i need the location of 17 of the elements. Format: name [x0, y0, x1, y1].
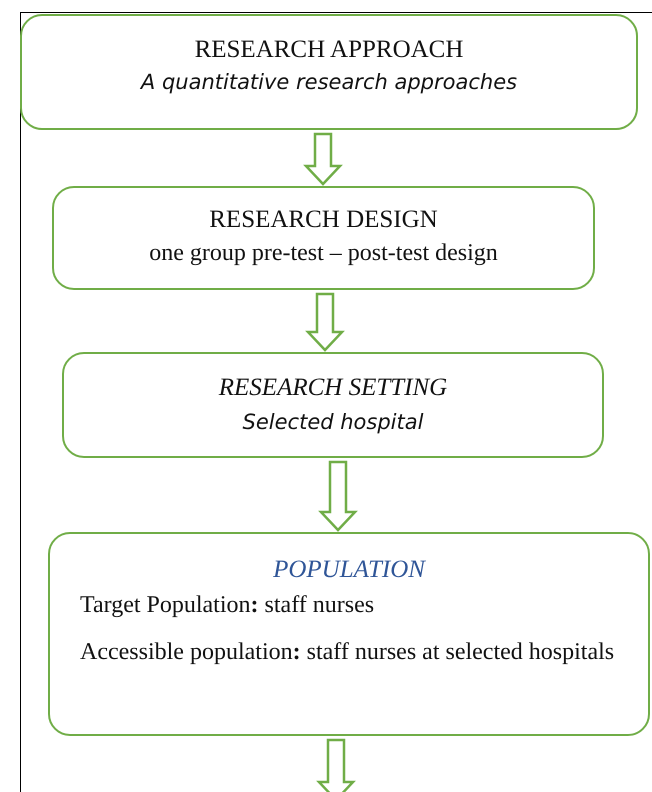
box-heading: RESEARCH SETTING [218, 374, 448, 402]
box-text: Selected hospital [242, 410, 424, 434]
box-heading: POPULATION [272, 556, 427, 584]
process-box [62, 352, 604, 458]
box-text: one group pre-test – post-test design [148, 240, 499, 267]
process-box [52, 186, 595, 290]
box-text: Accessible population: staff nurses at selected hospitals [79, 638, 616, 667]
box-text: A quantitative research approaches [138, 70, 518, 94]
block-arrow [305, 292, 345, 352]
box-text: Target Population: staff nurses [79, 591, 376, 620]
block-arrow [318, 460, 358, 532]
box-heading: RESEARCH APPROACH [194, 36, 464, 64]
box-heading: RESEARCH DESIGN [208, 206, 439, 234]
block-arrow [303, 132, 343, 186]
process-box [48, 532, 650, 736]
process-box [20, 14, 638, 130]
block-arrow [316, 738, 356, 792]
